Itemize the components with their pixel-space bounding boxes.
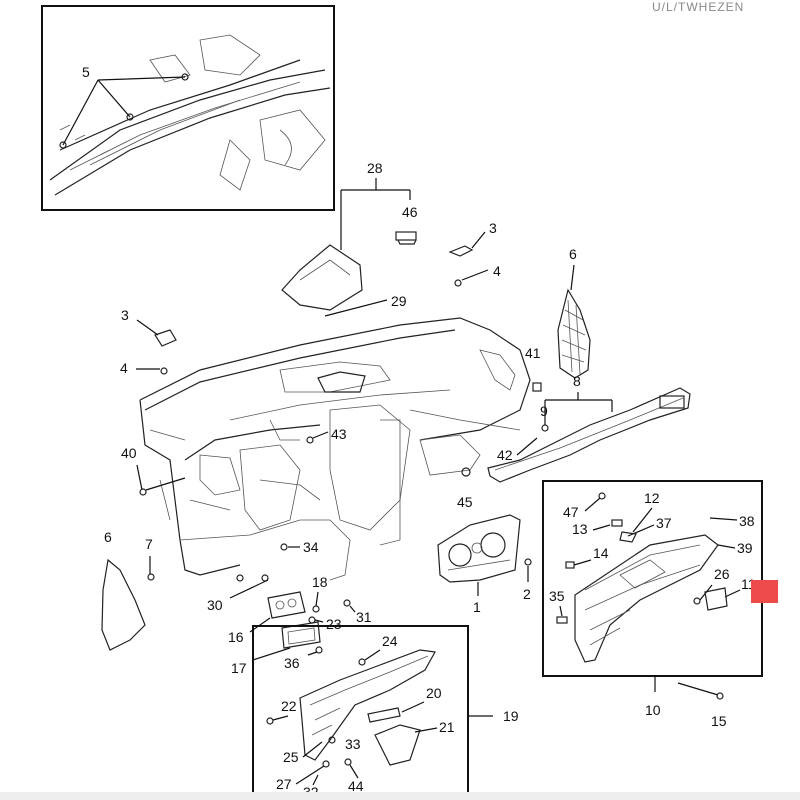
callout-4-left: 4 <box>120 360 128 376</box>
header-caption: U/L/TWHEZEN <box>652 0 745 14</box>
callout-46: 46 <box>402 204 418 220</box>
part-17-bezel: 17 <box>231 621 321 676</box>
callout-13: 13 <box>572 521 588 537</box>
callout-18: 18 <box>312 574 328 590</box>
part-31: 31 <box>343 599 372 625</box>
callout-6-right: 6 <box>569 246 577 262</box>
callout-19: 19 <box>503 708 519 724</box>
callout-45: 45 <box>457 494 473 510</box>
callout-39: 39 <box>737 540 753 556</box>
callout-1: 1 <box>473 599 481 615</box>
part-30: 30 <box>207 574 269 613</box>
callout-26: 26 <box>714 566 730 582</box>
callout-6-left: 6 <box>104 529 112 545</box>
callout-14: 14 <box>593 545 609 561</box>
callout-28: 28 <box>367 160 383 176</box>
part-3-left: 3 <box>121 307 177 347</box>
part-36: 36 <box>284 646 323 671</box>
inset-detail-engine-bay: 5 <box>41 5 335 211</box>
inset-frame <box>41 5 335 211</box>
callout-30: 30 <box>207 597 223 613</box>
part-43: 43 <box>306 426 347 444</box>
callout-3-left: 3 <box>121 307 129 323</box>
part-18: 18 <box>312 574 328 613</box>
part-6-left-panel: 6 <box>101 529 146 651</box>
callout-8: 8 <box>573 373 581 389</box>
callout-16: 16 <box>228 629 244 645</box>
part-2: 2 <box>523 558 532 602</box>
part-1-instrument-cluster: 1 <box>437 514 521 615</box>
callout-22: 22 <box>281 698 297 714</box>
part-41: 41 <box>525 345 542 392</box>
part-4-top: 4 <box>454 263 501 287</box>
bottom-strip <box>0 792 800 800</box>
callout-23: 23 <box>326 616 342 632</box>
part-34: 34 <box>280 539 319 555</box>
callout-34: 34 <box>303 539 319 555</box>
callout-24: 24 <box>382 633 398 649</box>
part-40: 40 <box>121 445 186 496</box>
callout-27: 27 <box>276 776 292 792</box>
part-15: 15 <box>677 682 727 729</box>
callout-33: 33 <box>345 736 361 752</box>
callout-21: 21 <box>439 719 455 735</box>
group-10-glovebox: 10 47 12 13 37 38 14 39 26 11 35 <box>542 480 763 718</box>
part-4-left: 4 <box>120 360 168 376</box>
callout-36: 36 <box>284 655 300 671</box>
dashboard-main <box>139 317 531 581</box>
callout-17: 17 <box>231 660 247 676</box>
callout-10: 10 <box>645 702 661 718</box>
callout-9: 9 <box>540 403 548 419</box>
callout-3-top: 3 <box>489 220 497 236</box>
part-16-switch: 16 <box>228 591 306 645</box>
callout-15: 15 <box>711 713 727 729</box>
callout-7: 7 <box>145 536 153 552</box>
callout-4-top: 4 <box>493 263 501 279</box>
part-3-top: 3 <box>448 220 497 257</box>
part-45: 45 <box>457 467 473 510</box>
highlight-marker <box>751 580 778 603</box>
callout-41: 41 <box>525 345 541 361</box>
group-28-bracket: 28 29 <box>281 160 411 317</box>
callout-35: 35 <box>549 588 565 604</box>
group-19-lower-trim: 19 24 20 22 21 33 25 27 44 32 <box>252 625 519 800</box>
callout-25: 25 <box>283 749 299 765</box>
part-8-trim: 8 9 42 <box>487 373 691 483</box>
glovebox-frame <box>542 480 763 677</box>
callout-38: 38 <box>739 513 755 529</box>
part-46: 46 <box>395 204 418 245</box>
callout-5: 5 <box>82 64 90 80</box>
callout-2: 2 <box>523 586 531 602</box>
part-7: 7 <box>145 536 155 581</box>
callout-42: 42 <box>497 447 513 463</box>
callout-37: 37 <box>656 515 672 531</box>
callout-12: 12 <box>644 490 660 506</box>
callout-44: 44 <box>348 778 364 794</box>
callout-31: 31 <box>356 609 372 625</box>
callout-40: 40 <box>121 445 137 461</box>
part-6-right-panel: 6 <box>557 246 591 379</box>
callout-29: 29 <box>391 293 407 309</box>
callout-20: 20 <box>426 685 442 701</box>
callout-43: 43 <box>331 426 347 442</box>
callout-47: 47 <box>563 504 579 520</box>
